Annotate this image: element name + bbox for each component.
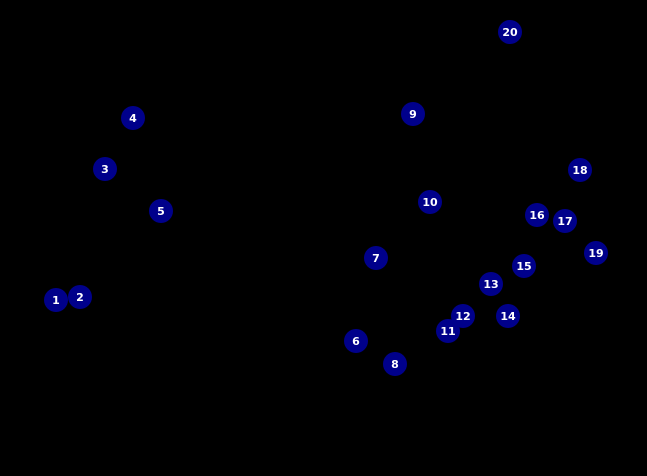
target-circle-15[interactable]: 15 xyxy=(512,254,536,278)
target-circle-17[interactable]: 17 xyxy=(553,209,577,233)
target-circle-1[interactable]: 1 xyxy=(44,288,68,312)
target-circle-6[interactable]: 6 xyxy=(344,329,368,353)
target-circle-9[interactable]: 9 xyxy=(401,102,425,126)
target-circle-7[interactable]: 7 xyxy=(364,246,388,270)
target-circle-5[interactable]: 5 xyxy=(149,199,173,223)
target-circle-4[interactable]: 4 xyxy=(121,106,145,130)
target-circle-20[interactable]: 20 xyxy=(498,20,522,44)
target-circle-10[interactable]: 10 xyxy=(418,190,442,214)
target-circle-19[interactable]: 19 xyxy=(584,241,608,265)
target-circle-12[interactable]: 12 xyxy=(451,304,475,328)
target-circle-2[interactable]: 2 xyxy=(68,285,92,309)
target-circle-16[interactable]: 16 xyxy=(525,203,549,227)
target-circle-13[interactable]: 13 xyxy=(479,272,503,296)
target-circle-3[interactable]: 3 xyxy=(93,157,117,181)
target-circle-14[interactable]: 14 xyxy=(496,304,520,328)
target-circle-8[interactable]: 8 xyxy=(383,352,407,376)
target-circle-18[interactable]: 18 xyxy=(568,158,592,182)
